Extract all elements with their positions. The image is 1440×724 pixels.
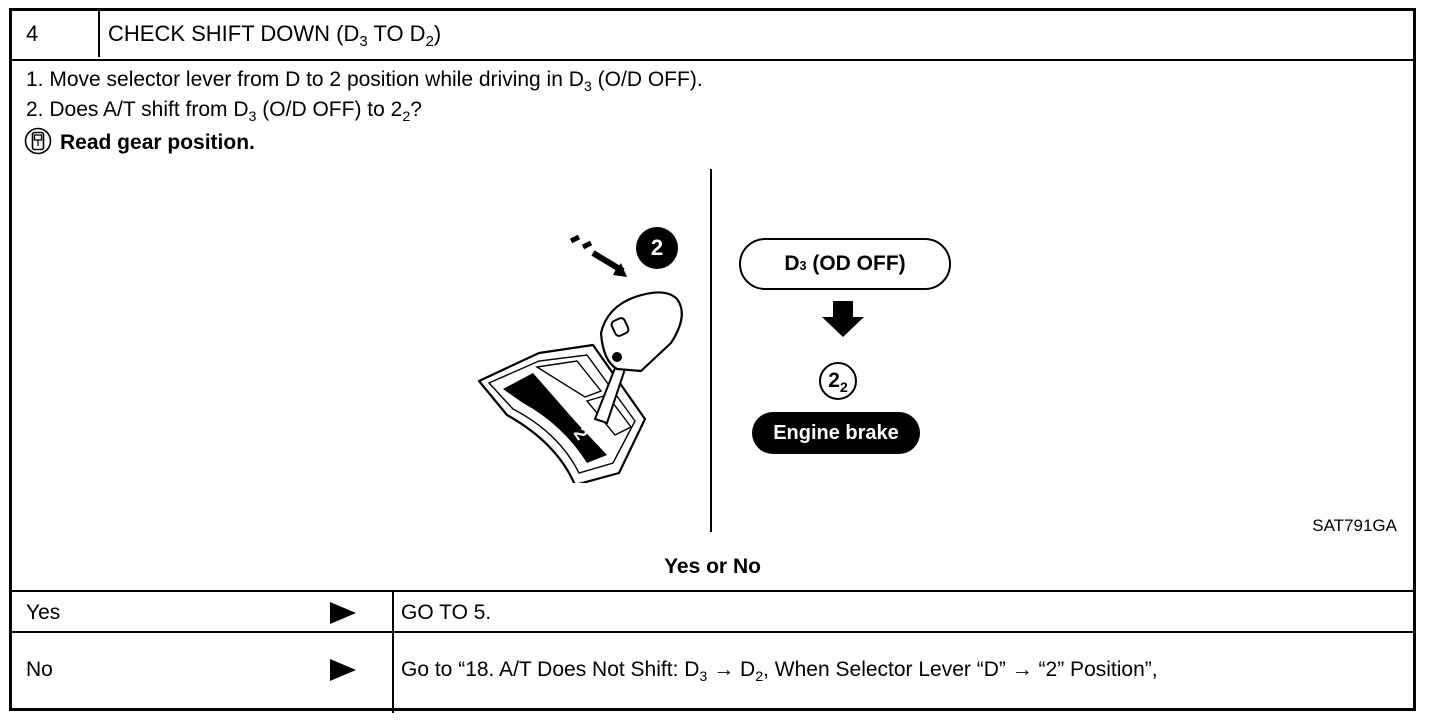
answer-key: No (26, 658, 53, 681)
step-title: CHECK SHIFT DOWN (D3 TO D2) (108, 21, 442, 50)
down-arrow-icon (822, 301, 864, 342)
play-arrow-icon (330, 602, 356, 624)
answer-action: GO TO 5. (401, 601, 492, 624)
engine-brake-badge: Engine brake (752, 412, 920, 454)
answer-row-yes: Yes GO TO 5. (12, 590, 1413, 633)
answer-row-no: No Go to “18. A/T Does Not Shift: D3 → D… (12, 631, 1413, 713)
column-divider (392, 592, 394, 633)
answer-key: Yes (26, 601, 61, 624)
figure-reference: SAT791GA (1312, 516, 1397, 535)
step-number: 4 (12, 11, 100, 57)
position-2-badge: 2 (636, 227, 678, 269)
table-header: 4 CHECK SHIFT DOWN (D3 TO D2) (12, 11, 1413, 61)
illustration-divider (710, 169, 712, 532)
instruction-step-2: 2. Does A/T shift from D3 (O/D OFF) to 2… (26, 98, 422, 125)
gear-2-2-badge: 22 (819, 362, 857, 400)
consult-monitor-icon (24, 127, 52, 161)
column-divider (392, 633, 394, 713)
instruction-step-1: 1. Move selector lever from D to 2 posit… (26, 68, 703, 95)
diagnostic-table: 4 CHECK SHIFT DOWN (D3 TO D2) 1. Move se… (9, 8, 1416, 713)
read-gear-instruction: Read gear position. (24, 127, 255, 161)
play-arrow-icon (330, 659, 356, 681)
selector-lever-illustration: 2 (467, 223, 697, 488)
answer-action: Go to “18. A/T Does Not Shift: D3 → D2, … (401, 658, 1158, 685)
d3-od-off-label: D3 (OD OFF) (739, 238, 951, 290)
yes-or-no-question: Yes or No (664, 555, 761, 578)
